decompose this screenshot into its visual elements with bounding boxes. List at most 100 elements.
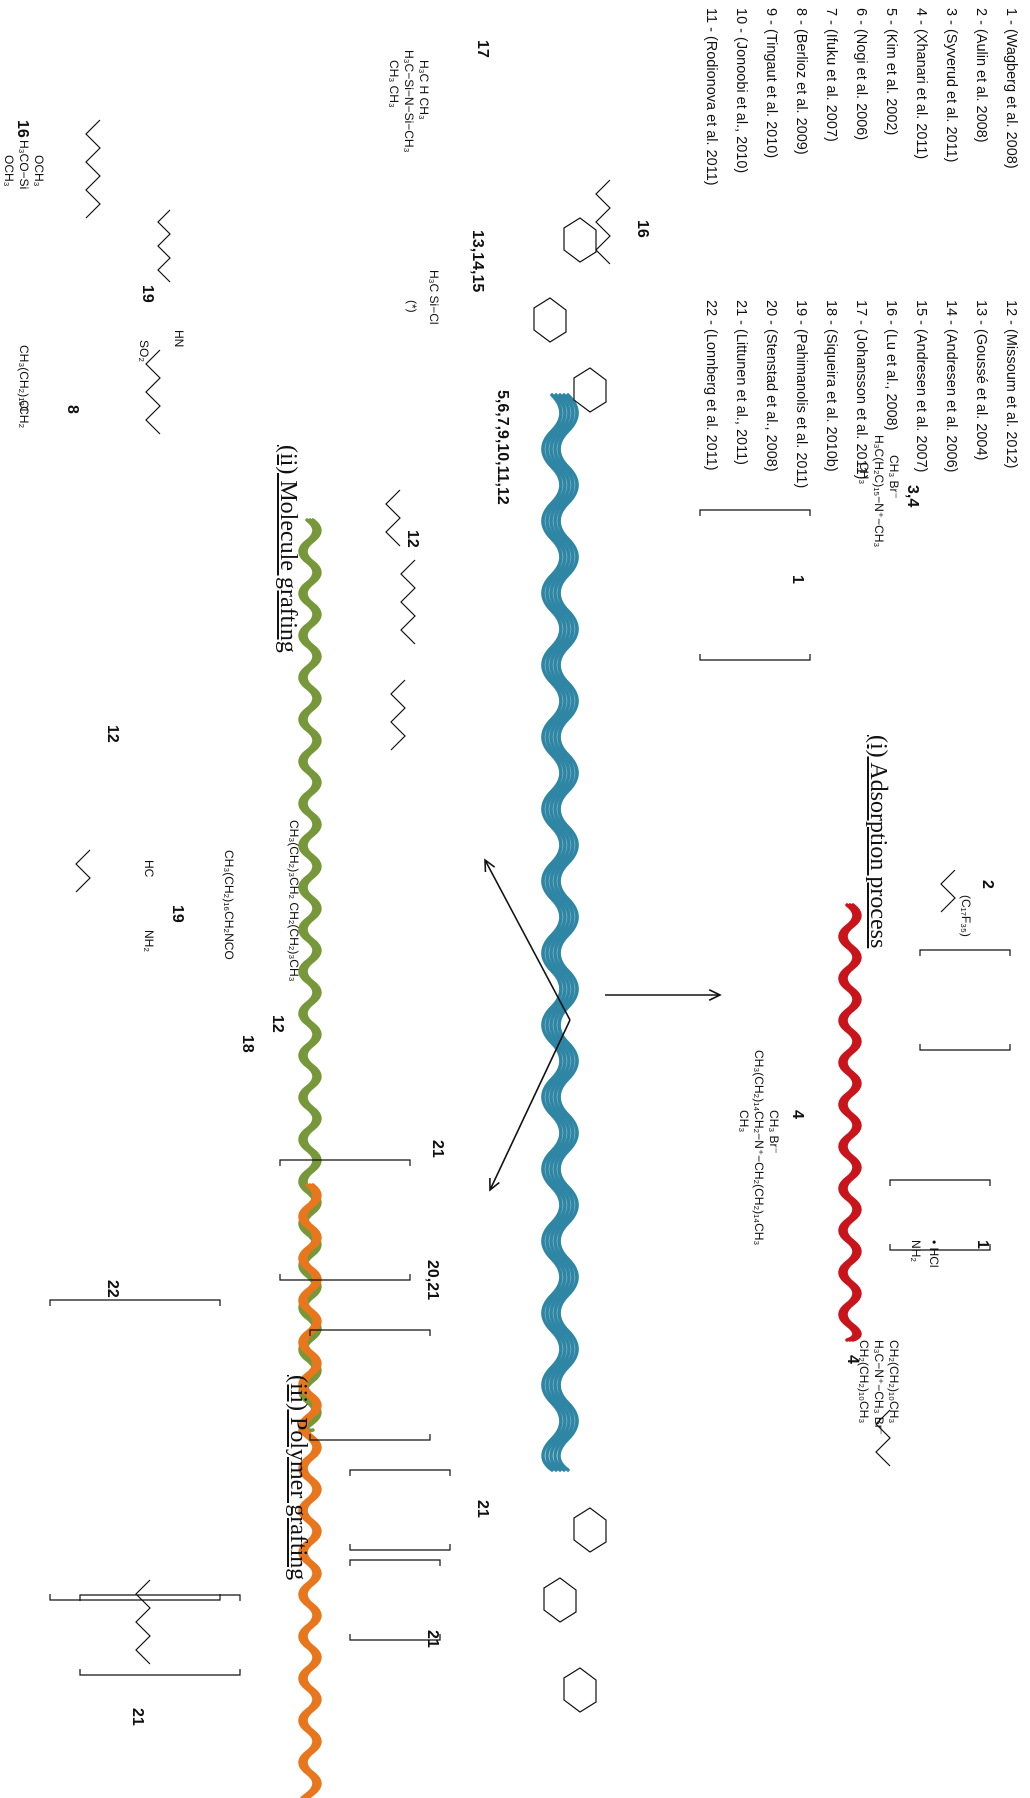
phema-bracket-open [349,1469,451,1476]
ref-label-21-b: 21 [474,1500,491,1518]
ethyl-acrylate-bonds [875,1409,891,1467]
glycidoxysilane-bonds [85,119,101,219]
pcl-bracket-close [49,1594,221,1601]
ref-label-1-polyamine: 1 [974,1240,991,1249]
adsorption-fibril [838,903,856,1342]
ref-label-19-a: 19 [139,285,156,303]
octadecyl-isocyanate: CH₃(CH₂)₁₆CH₂NCO [222,850,236,960]
hmds-formula: H₃C−Si−N−Si−CH₃ [402,50,416,153]
ctab-formula: H₃C(H₂C)₁₅−N⁺−CH₃ [872,435,886,548]
polyallylamine-bracket-close [889,1244,991,1251]
polyallylamine-bracket-open [889,1179,991,1186]
pema-bracket-open [349,1559,441,1566]
arrow-to-polymer-grafting-head [489,1177,500,1192]
allylamine-hcl: • HCl [927,1240,941,1268]
quat-b-top: CH₃ Br⁻ [767,1110,781,1154]
polymer-grafting-fibril [298,1183,316,1798]
propargyl-sulfonamide-bonds [145,349,161,435]
ref-label-2: 2 [979,880,996,889]
phema-bracket-close [349,1544,451,1551]
ref-label-12-c: 12 [269,1015,286,1033]
glycidoxy-silane: H₃CO−Si [17,140,31,190]
cellulose-fibril [553,393,575,1472]
ref-label-5-to-12: 5,6,7,9,10,11,12 [494,390,511,505]
arrow-to-polymer-grafting [489,1019,571,1191]
hexanoic-anhydride: CH₃(CH₂)₃CH₂ CH₂(CH₂)₃CH₃ [287,820,301,982]
allylamine-nh2: NH₂ [909,1240,923,1262]
stearic-acid-bond [940,869,956,913]
cellulose-fibril [541,393,563,1472]
isobutyric-anhydride-bonds [390,679,406,751]
perfluoro-acid-chain: (C₁₇F₃₅) [959,895,973,937]
pcl-bracket-open [49,1299,221,1306]
ref-label-8: 8 [64,405,81,414]
ref-label-4-b: 4 [789,1110,806,1119]
glucose-ring [563,1667,597,1713]
pbma-bracket-open [79,1594,241,1601]
ref-label-12-a: 12 [404,530,421,548]
ref-label-16-a: 16 [634,220,651,238]
hmds-bottom: CH₃ CH₃ [387,60,401,108]
polyethyleneimine-bracket-close [699,654,811,661]
molecule-grafting-fibril [304,518,322,1433]
ref-label-1-polyelectrolyte: 1 [789,575,806,584]
quat-a-top: CH₂(CH₂)₁₀CH₃ [887,1340,901,1424]
ref-label-22: 22 [104,1280,121,1298]
polydadmac-bracket-open [919,949,1011,956]
glycidoxy-top: OCH₃ [32,155,46,187]
polymer-grafting-fibril [304,1183,322,1798]
arrow-to-molecule-grafting [484,859,571,1021]
butyric-anhydride-bonds [400,559,416,645]
myristoyl-chain: CH₃(CH₂)₁₃CH₂ [17,345,31,429]
propargylamine-nh2: NH₂ [142,930,156,952]
polyethyleneimine-bracket-open [699,509,811,516]
pema-bracket-close [349,1634,441,1641]
pmma-bracket-close [279,1274,411,1281]
molecule-grafting-fibril [301,518,319,1433]
ctab-bottom: CH₃ [857,462,871,485]
acetic-anhydride-bonds [385,489,401,547]
glucose-ring [573,367,607,413]
glycidoxy-bottom: OCH₃ [2,155,16,187]
acyl-chloride-cl: Cl [17,400,31,412]
polymer-grafting-title: (iii) Polymer grafting [285,1375,311,1581]
quat-b-bottom: CH₃ [737,1110,751,1133]
ref-label-17: 17 [474,40,491,58]
pgma-bracket-close [309,1434,431,1441]
adsorption-fibril [841,903,859,1342]
ref-label-18: 18 [239,1035,256,1053]
propargylamine-hc: HC [142,860,156,878]
ref-label-16-b: 16 [14,120,31,138]
glucose-ring [543,1577,577,1623]
butyl-methacrylate-chain [135,1579,151,1665]
quat-a-bottom: CH₂(CH₂)₁₀CH₃ [857,1340,871,1424]
dansyl-so2: SO₂ [137,340,151,362]
adsorption-fibril [844,903,862,1342]
cellulose-fibril [557,393,579,1472]
ref-label-21-d: 21 [129,1708,146,1726]
glucose-ring [563,217,597,263]
cellulose-fibril [545,393,567,1472]
arrow-to-molecule-grafting-head [484,858,496,873]
cellulose-fibril [549,393,571,1472]
pbma-bracket-close [79,1669,241,1676]
glucose-ring [533,297,567,343]
ref-label-19-b: 19 [169,905,186,923]
silyl-star: (*) [405,300,419,313]
arrow-to-adsorption-head [708,989,722,1001]
polymer-grafting-fibril [301,1183,319,1798]
glucose-ring [573,1507,607,1553]
pgma-bracket-open [309,1329,431,1336]
quat-b-formula: CH₃(CH₂)₁₄CH₂−N⁺−CH₂(CH₂)₁₄CH₃ [752,1050,766,1246]
polydadmac-bracket-close [919,1044,1011,1051]
pmma-bracket-open [279,1159,411,1166]
dansyl-hn: HN [172,330,186,348]
ref-label-3-4: 3,4 [904,485,921,508]
quat-a-formula: H₃C−N⁺−CH₃ Br⁻ [872,1340,886,1436]
adsorption-process-title: (i) Adsorption process [865,735,891,949]
hmds-top: H₃C H CH₃ [417,60,431,120]
ref-label-21-c: 21 [424,1630,441,1648]
